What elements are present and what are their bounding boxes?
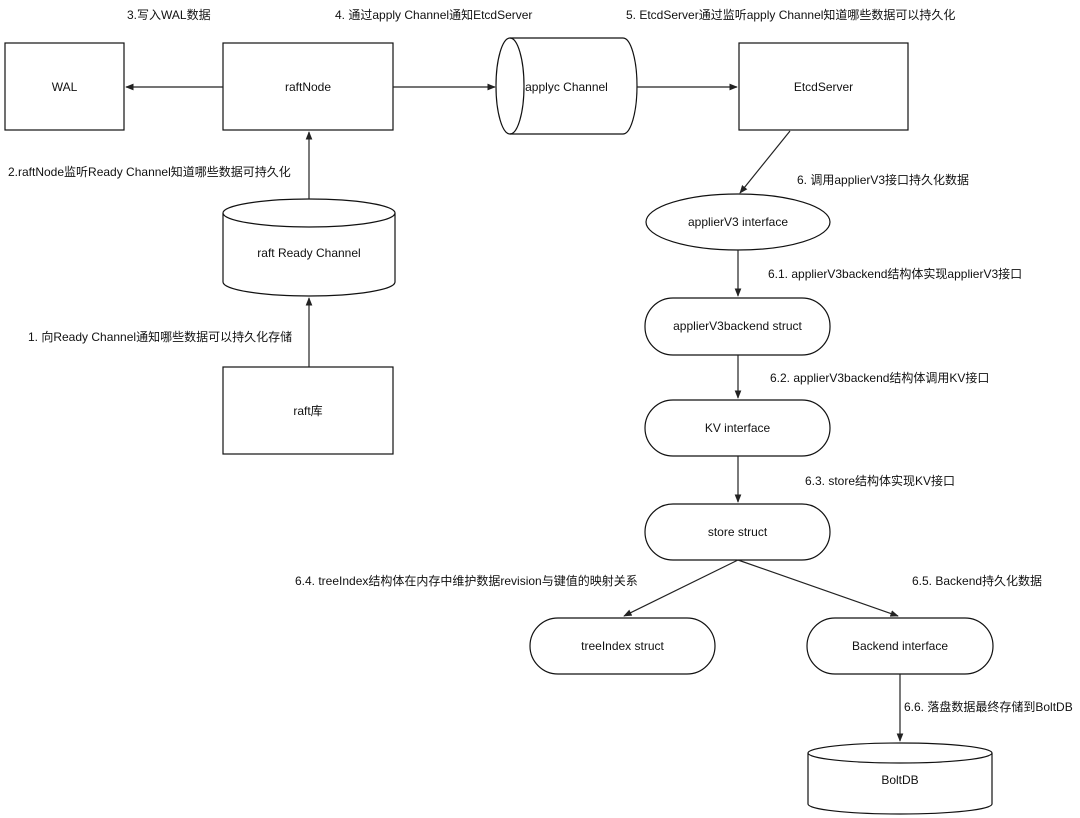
boltdb-cylinder bbox=[807, 742, 993, 815]
raftnode-label: raftNode bbox=[284, 80, 332, 94]
arrow-step6 bbox=[739, 130, 791, 194]
step1-label: 1. 向Ready Channel通知哪些数据可以持久化存储 bbox=[28, 330, 293, 344]
step6-label: 6. 调用applierV3接口持久化数据 bbox=[797, 173, 970, 187]
step6-4-label: 6.4. treeIndex结构体在内存中维护数据revision与键值的映射关… bbox=[295, 574, 638, 588]
kv-interface-label: KV interface bbox=[704, 421, 771, 435]
step2-label: 2.raftNode监听Ready Channel知道哪些数据可持久化 bbox=[8, 165, 291, 179]
applyc-channel-cylinder bbox=[495, 37, 638, 135]
appliervs-interface-label: applierV3 interface bbox=[687, 215, 789, 229]
store-struct-label: store struct bbox=[707, 525, 768, 539]
applyc-channel-label: applyc Channel bbox=[525, 80, 608, 94]
backend-interface-label: Backend interface bbox=[851, 639, 949, 653]
wal-box bbox=[4, 42, 125, 131]
boltdb-label: BoltDB bbox=[881, 773, 919, 787]
step6-1-label: 6.1. applierV3backend结构体实现applierV3接口 bbox=[768, 267, 1023, 281]
arrow-step6-5 bbox=[737, 559, 899, 617]
etcdserver-label: EtcdServer bbox=[793, 80, 854, 94]
step6-5-label: 6.5. Backend持久化数据 bbox=[912, 574, 1043, 588]
step6-2-label: 6.2. applierV3backend结构体调用KV接口 bbox=[770, 371, 990, 385]
wal-label: WAL bbox=[51, 80, 78, 94]
etcdserver-box bbox=[738, 42, 909, 131]
raftnode-box bbox=[222, 42, 394, 131]
raft-lib-box bbox=[222, 366, 394, 455]
step5-label: 5. EtcdServer通过监听apply Channel知道哪些数据可以持久… bbox=[626, 8, 956, 22]
step4-label: 4. 通过apply Channel通知EtcdServer bbox=[335, 8, 533, 22]
raft-lib-label: raft库 bbox=[293, 404, 323, 418]
appliervs-backend-struct-label: applierV3backend struct bbox=[673, 319, 802, 333]
treeindex-struct-label: treeIndex struct bbox=[581, 639, 664, 653]
step6-3-label: 6.3. store结构体实现KV接口 bbox=[805, 474, 956, 488]
arrow-step6-4 bbox=[623, 559, 739, 617]
step6-6-label: 6.6. 落盘数据最终存储到BoltDB bbox=[904, 700, 1073, 714]
raft-ready-channel-label: raft Ready Channel bbox=[257, 246, 361, 260]
treeindex-struct-box bbox=[529, 617, 716, 675]
step3-label: 3.写入WAL数据 bbox=[127, 8, 211, 22]
